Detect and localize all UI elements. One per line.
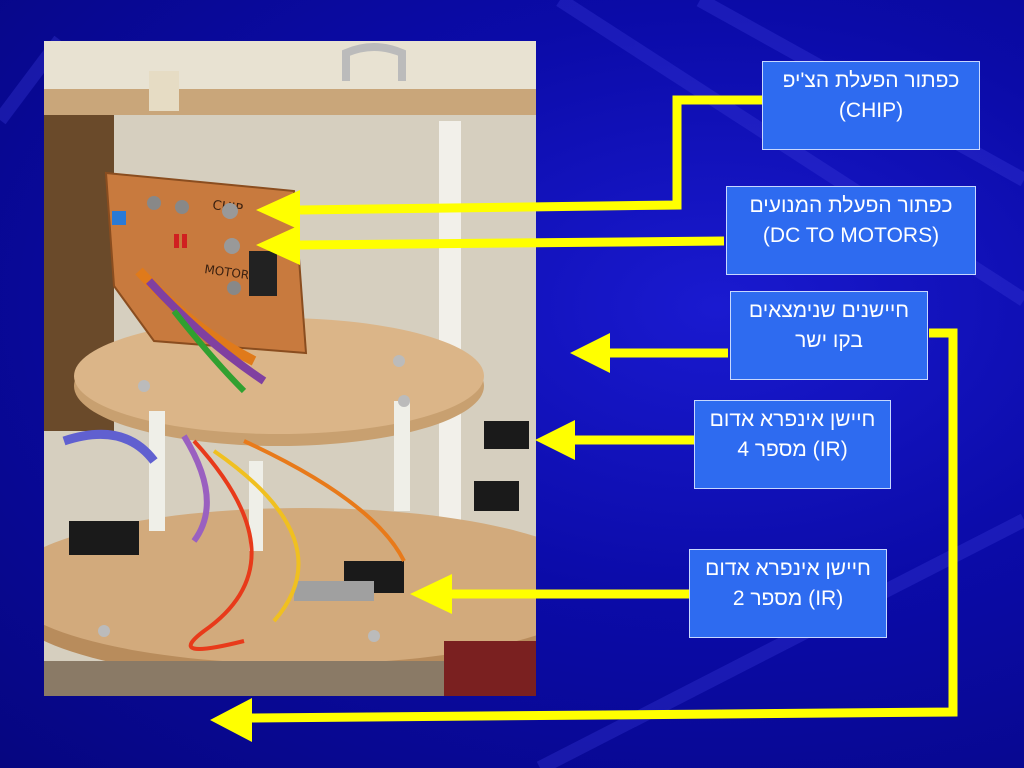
label-straight-line-sensors: חיישנים שנימצאים בקו ישר [730, 291, 928, 380]
board-label-motor: MOTOR [204, 262, 250, 282]
robot-photo: CHIP MOTOR [44, 41, 536, 696]
label-motors-button: כפתור הפעלת המנועים (DC TO MOTORS) [726, 186, 976, 275]
label-motors-line2: (DC TO MOTORS) [762, 224, 940, 247]
label-motors-line1: כפתור הפעלת המנועים [749, 194, 953, 217]
label-ir4-line2: (IR) מספר 4 [737, 438, 848, 461]
label-ir2-line1: חיישן אינפרא אדום [705, 557, 871, 580]
label-ir2-line2: (IR) מספר 2 [732, 587, 844, 610]
label-sensors-line2: בקו ישר [795, 329, 863, 352]
label-chip-line1: כפתור הפעלת הצ'יפ [782, 69, 960, 92]
label-ir-sensor-2: חיישן אינפרא אדום (IR) מספר 2 [689, 549, 887, 638]
label-chip-line2: (CHIP) [838, 99, 904, 122]
label-ir4-line1: חיישן אינפרא אדום [709, 408, 876, 431]
label-ir-sensor-4: חיישן אינפרא אדום (IR) מספר 4 [694, 400, 891, 489]
label-chip-button: כפתור הפעלת הצ'יפ (CHIP) [762, 61, 980, 150]
label-sensors-line1: חיישנים שנימצאים [748, 299, 910, 322]
